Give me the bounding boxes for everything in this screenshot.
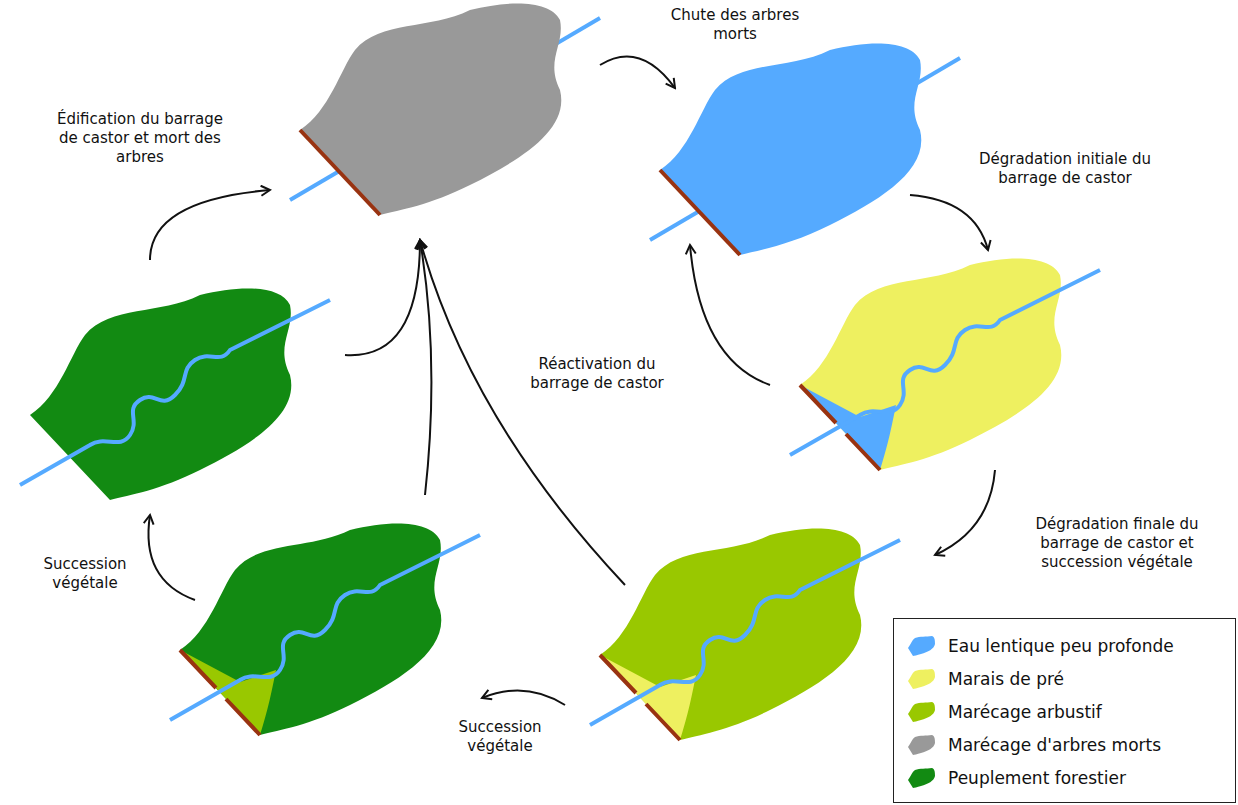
stage-transition-label: Réactivation du barrage de castor bbox=[507, 355, 687, 393]
legend-swatch bbox=[908, 735, 935, 755]
legend-entry: Eau lentique peu profonde bbox=[906, 629, 1227, 662]
cycle-arrow bbox=[148, 515, 195, 600]
legend-swatch bbox=[908, 636, 935, 656]
shrub-swamp-stage bbox=[590, 528, 900, 740]
cycle-arrows bbox=[148, 56, 995, 705]
legend-text: Marais de pré bbox=[948, 669, 1064, 689]
legend-entry: Marais de pré bbox=[906, 662, 1227, 695]
legend-swatch bbox=[908, 702, 935, 722]
legend-box: Eau lentique peu profondeMarais de préMa… bbox=[893, 618, 1236, 803]
open-water-stage bbox=[650, 43, 960, 255]
legend-swatch-icon bbox=[906, 668, 938, 690]
cycle-arrow bbox=[345, 240, 420, 355]
meadow-marsh-stage bbox=[790, 258, 1100, 470]
legend-entry: Marécage arbustif bbox=[906, 695, 1227, 728]
legend-swatch-icon bbox=[906, 635, 938, 657]
legend-entry: Marécage d'arbres morts bbox=[906, 728, 1227, 761]
cycle-arrow bbox=[935, 470, 995, 555]
cycle-arrow bbox=[690, 245, 770, 385]
legend-entry: Peuplement forestier bbox=[906, 761, 1227, 794]
cycle-arrow bbox=[910, 195, 988, 250]
cycle-arrow bbox=[150, 190, 270, 260]
cycle-arrow bbox=[420, 240, 625, 585]
legend-swatch-icon bbox=[906, 734, 938, 756]
stage-transition-label: Chute des arbres morts bbox=[653, 6, 818, 44]
stage-transition-label: Édification du barrage de castor et mort… bbox=[51, 110, 229, 167]
young-forest-stage bbox=[170, 523, 480, 735]
legend-text: Peuplement forestier bbox=[948, 768, 1126, 788]
cycle-arrow bbox=[420, 240, 431, 495]
cycle-arrow bbox=[482, 690, 565, 705]
legend-text: Eau lentique peu profonde bbox=[948, 636, 1174, 656]
forest-stage bbox=[20, 288, 330, 500]
legend-text: Marécage d'arbres morts bbox=[948, 735, 1161, 755]
legend-swatch-icon bbox=[906, 767, 938, 789]
legend-swatch bbox=[908, 768, 935, 788]
legend-swatch bbox=[908, 669, 935, 689]
cycle-arrow bbox=[600, 56, 675, 88]
stage-transition-label: Dégradation initiale du barrage de casto… bbox=[953, 150, 1178, 188]
legend-text: Marécage arbustif bbox=[948, 702, 1102, 722]
dead-tree-swamp-stage bbox=[290, 3, 600, 215]
stage-transition-label: Succession végétale bbox=[23, 555, 147, 593]
legend-swatch-icon bbox=[906, 701, 938, 723]
stage-transition-label: Succession végétale bbox=[435, 718, 565, 756]
stage-transition-label: Dégradation finale du barrage de castor … bbox=[1006, 515, 1228, 572]
